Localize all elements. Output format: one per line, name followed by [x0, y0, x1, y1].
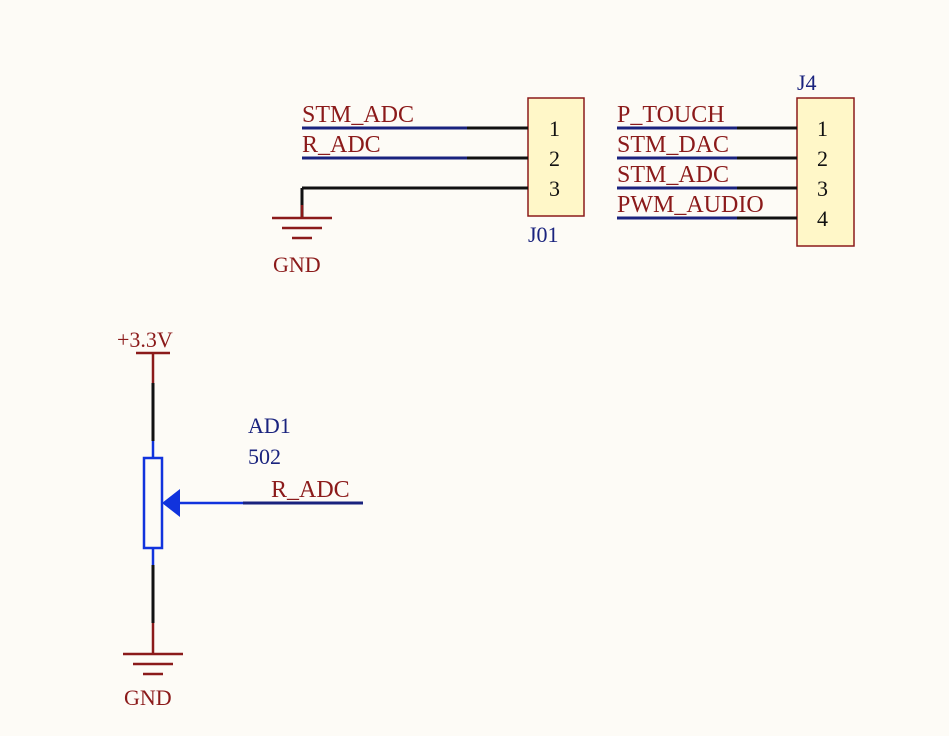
power-symbol-3v3 [136, 351, 170, 383]
ground-symbol-pot [123, 623, 183, 676]
connector-j01-pin-3: 3 [549, 176, 560, 201]
connector-j4[interactable]: J4 1 2 3 4 [796, 70, 855, 247]
connector-j4-ref: J4 [797, 70, 817, 95]
connector-j4-pin-1: 1 [817, 116, 828, 141]
connector-j4-pin-4: 4 [817, 206, 828, 231]
connector-j4-body [796, 97, 855, 247]
svg-text:STM_DAC: STM_DAC [617, 132, 729, 158]
svg-text:P_TOUCH: P_TOUCH [617, 102, 725, 128]
ground-label-pot: GND [124, 685, 172, 710]
connector-j01-pin-2: 2 [549, 146, 560, 171]
potentiometer-value: 502 [248, 444, 281, 469]
svg-text:STM_ADC: STM_ADC [302, 102, 414, 128]
potentiometer-ref: AD1 [248, 413, 291, 438]
ground-symbol-j01 [272, 205, 332, 240]
ground-label-j01: GND [273, 252, 321, 277]
svg-text:STM_ADC: STM_ADC [617, 162, 729, 188]
net-label-p-touch[interactable]: P_TOUCH [617, 102, 737, 130]
connector-j01-ref: J01 [528, 222, 559, 247]
potentiometer-body [142, 456, 164, 550]
net-label-stm-adc-j01[interactable]: STM_ADC [302, 102, 467, 130]
connector-j01-body [527, 97, 585, 217]
connector-j01[interactable]: 1 2 3 J01 [527, 97, 585, 247]
svg-text:PWM_AUDIO: PWM_AUDIO [617, 192, 764, 218]
connector-j4-pin-2: 2 [817, 146, 828, 171]
net-label-r-adc-j01[interactable]: R_ADC [302, 132, 467, 160]
svg-text:R_ADC: R_ADC [271, 477, 350, 503]
connector-j4-pin-3: 3 [817, 176, 828, 201]
net-label-r-adc-pot[interactable]: R_ADC [243, 477, 363, 505]
wiper-arrow [162, 489, 180, 517]
connector-j01-pin-1: 1 [549, 116, 560, 141]
power-label-3v3: +3.3V [117, 327, 173, 352]
svg-text:R_ADC: R_ADC [302, 132, 381, 158]
potentiometer-ad1[interactable] [142, 456, 243, 550]
net-label-stm-dac[interactable]: STM_DAC [617, 132, 737, 160]
net-label-stm-adc-j4[interactable]: STM_ADC [617, 162, 737, 190]
net-label-pwm-audio[interactable]: PWM_AUDIO [617, 192, 764, 220]
